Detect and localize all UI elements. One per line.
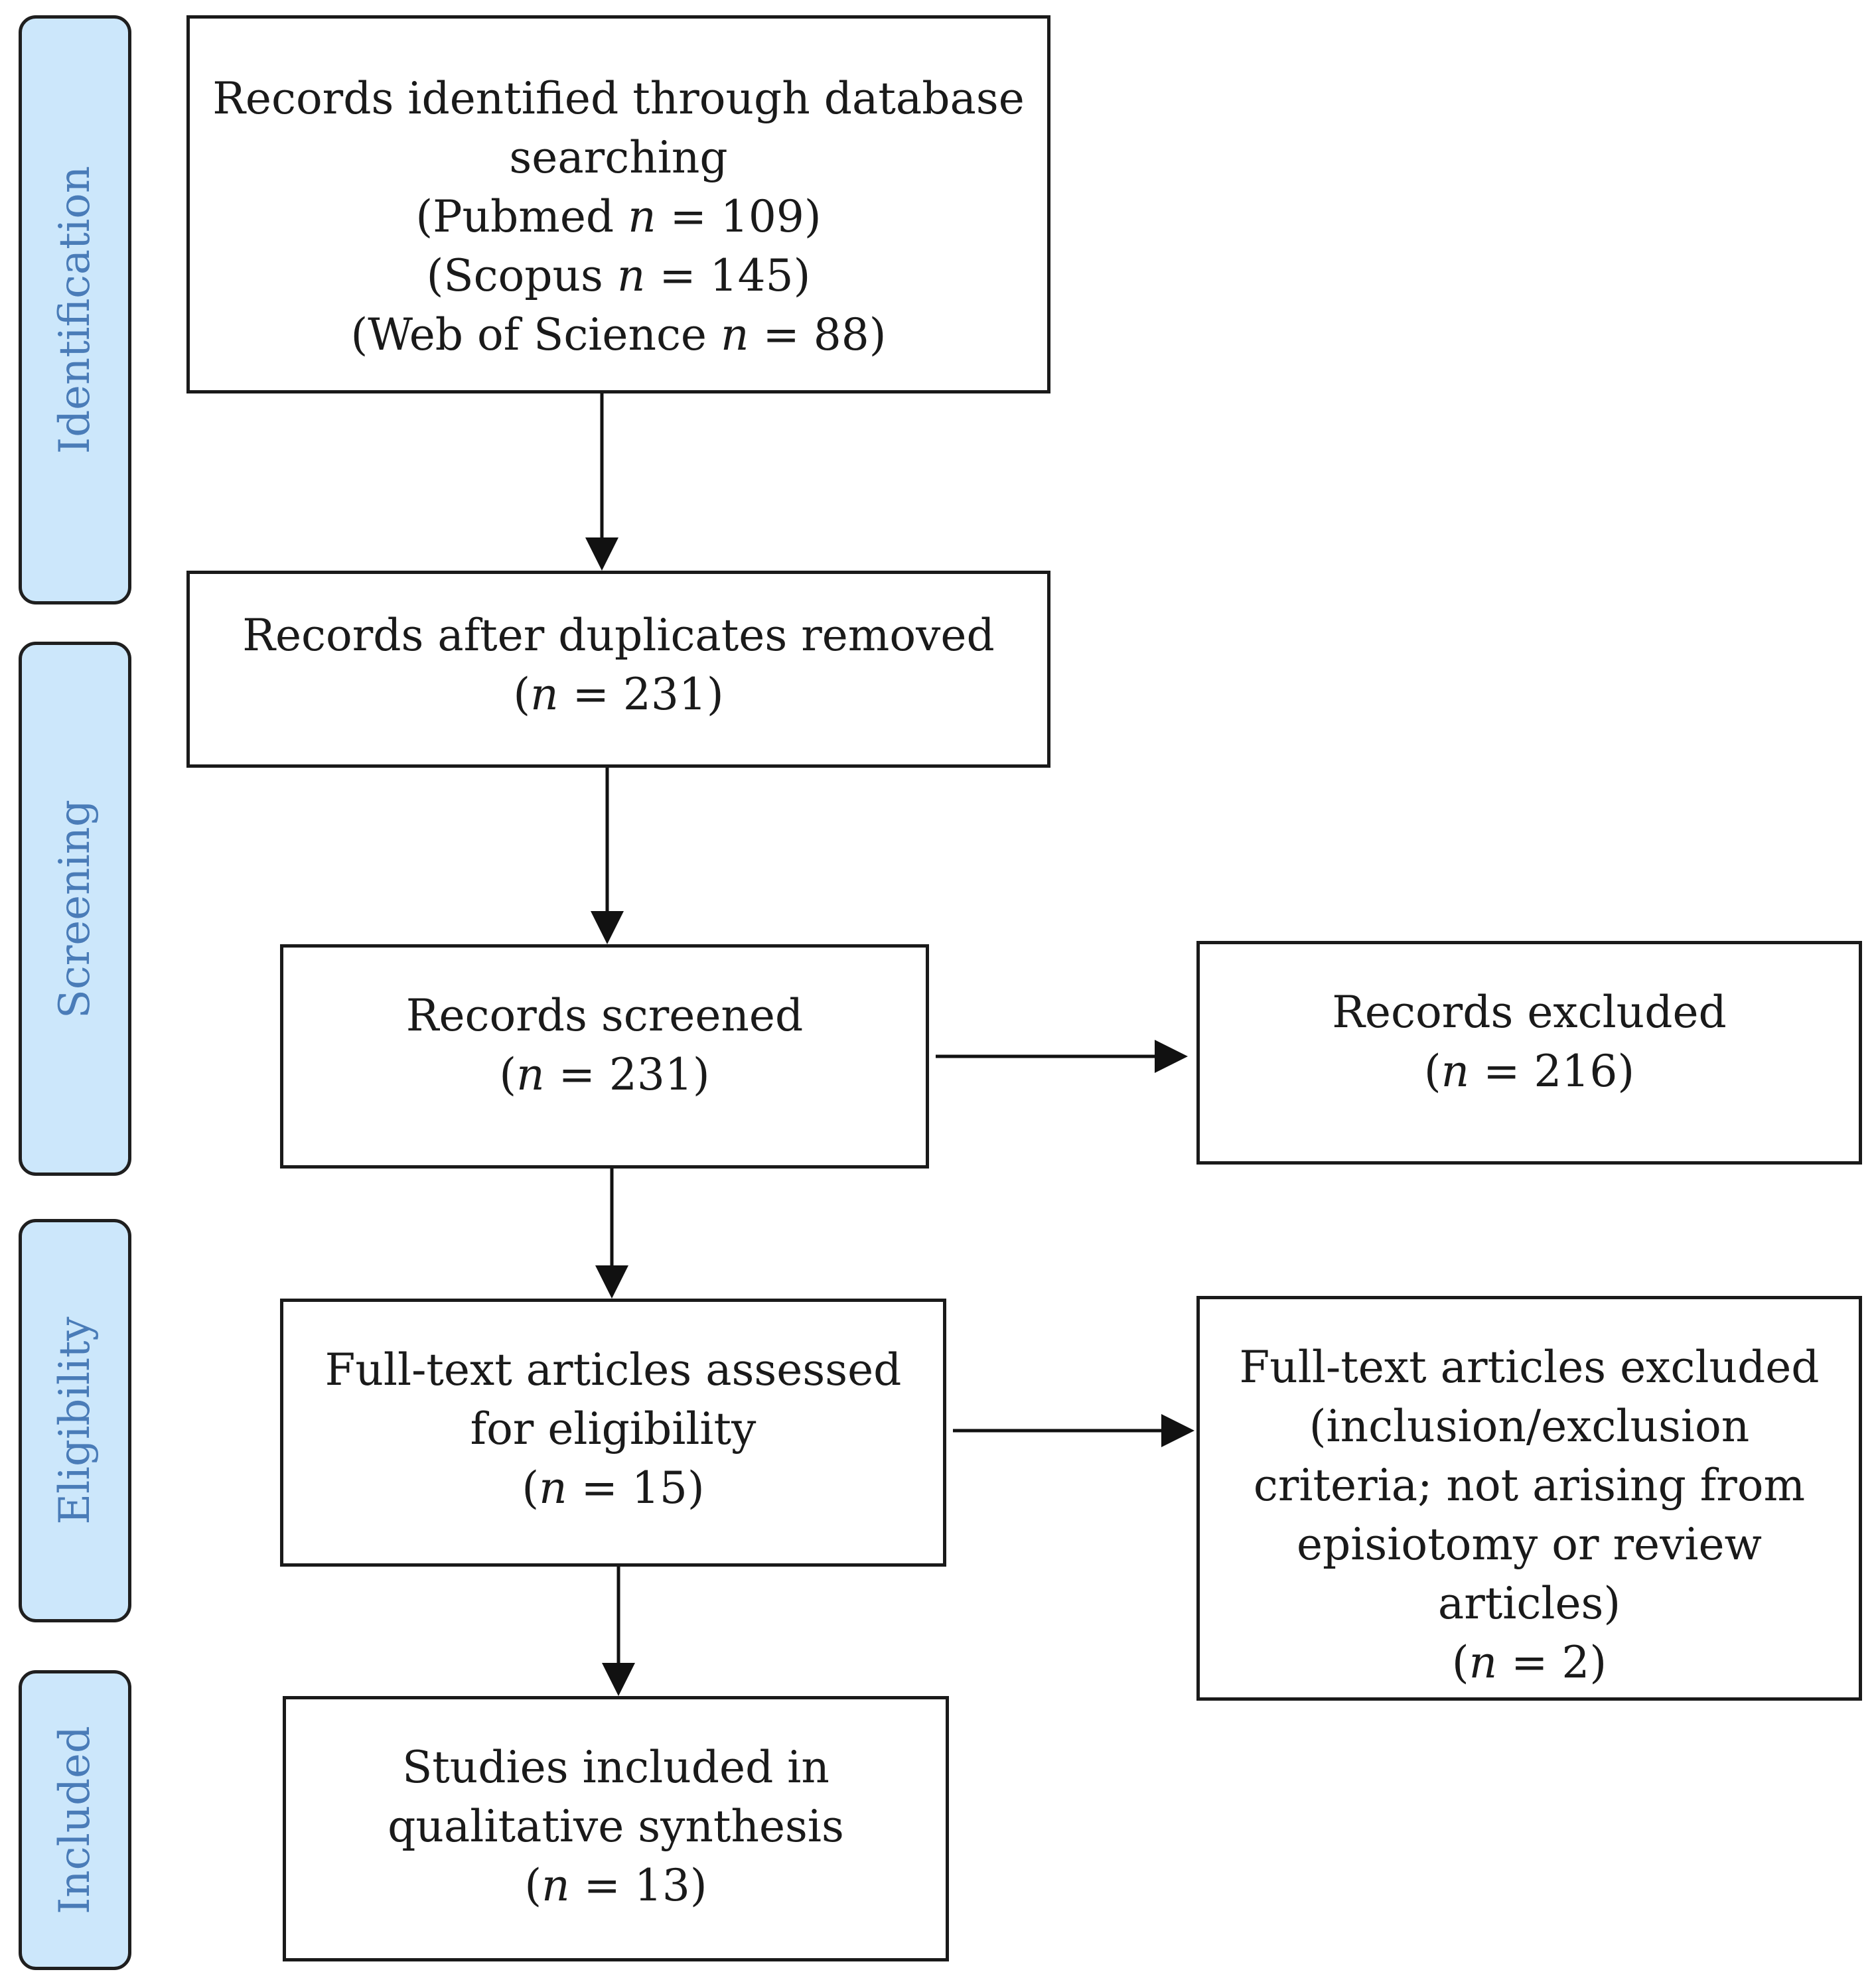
records-excluded-box: Records excluded (n = 216) <box>1196 941 1862 1165</box>
duplicates-removed-box: Records after duplicates removed (n = 23… <box>186 571 1050 768</box>
identified-line1: Records identified through database <box>212 73 1025 124</box>
stage-label-eligibility: Eligibility <box>50 1316 100 1525</box>
screened-line1: Records screened <box>405 990 804 1041</box>
fulltext-count: (n = 15) <box>522 1462 705 1514</box>
included-count: (n = 13) <box>524 1860 707 1911</box>
screened-count: (n = 231) <box>499 1049 710 1100</box>
scopus-count: (Scopus n = 145) <box>426 250 811 301</box>
fulltext-line2: for eligibility <box>470 1403 757 1455</box>
web-of-science-count: (Web of Science n = 88) <box>350 309 887 360</box>
fulltext-excluded-line2: (inclusion/exclusion <box>1309 1401 1750 1452</box>
stage-label-screening: Screening <box>50 799 100 1019</box>
fulltext-excluded-line5: articles) <box>1437 1578 1621 1629</box>
studies-included-box: Studies included in qualitative synthesi… <box>283 1696 949 1961</box>
included-line2: qualitative synthesis <box>388 1801 844 1852</box>
stage-included: Included <box>19 1670 131 1970</box>
fulltext-excluded-line4: episiotomy or review <box>1296 1519 1763 1570</box>
excluded-line1: Records excluded <box>1332 987 1727 1038</box>
records-screened-box: Records screened (n = 231) <box>280 944 929 1169</box>
fulltext-excluded-box: Full-text articles excluded (inclusion/e… <box>1196 1296 1862 1701</box>
stage-label-included: Included <box>50 1726 100 1914</box>
duplicates-count: (n = 231) <box>513 669 724 720</box>
stage-eligibility: Eligibility <box>19 1219 131 1622</box>
fulltext-assessed-box: Full-text articles assessed for eligibil… <box>280 1299 946 1567</box>
fulltext-excluded-line3: criteria; not arising from <box>1253 1460 1806 1511</box>
pubmed-count: (Pubmed n = 109) <box>415 191 822 242</box>
fulltext-line1: Full-text articles assessed <box>325 1344 902 1395</box>
stage-identification: Identification <box>19 15 131 604</box>
records-identified-box: Records identified through database sear… <box>186 15 1050 393</box>
excluded-count: (n = 216) <box>1423 1046 1635 1097</box>
fulltext-excluded-count: (n = 2) <box>1451 1637 1607 1688</box>
stage-label-identification: Identification <box>50 165 100 455</box>
stage-screening: Screening <box>19 642 131 1176</box>
included-line1: Studies included in <box>402 1742 830 1793</box>
identified-line2: searching <box>509 132 728 183</box>
duplicates-line1: Records after duplicates removed <box>242 610 995 661</box>
fulltext-excluded-line1: Full-text articles excluded <box>1239 1342 1820 1393</box>
